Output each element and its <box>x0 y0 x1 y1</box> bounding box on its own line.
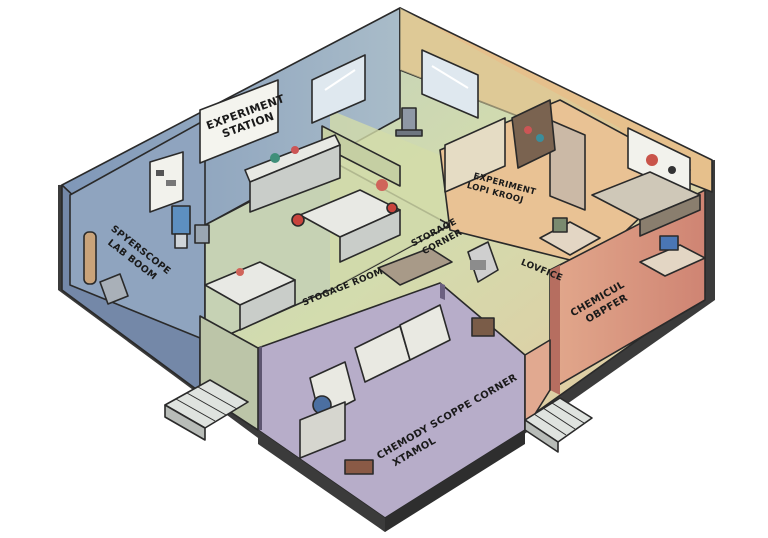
chair-red <box>291 202 398 227</box>
poster-left <box>149 151 184 213</box>
bottom-room-furniture <box>299 304 495 475</box>
stairs-right <box>524 397 593 453</box>
cabinet-center <box>467 241 499 283</box>
computer-desk <box>639 235 706 277</box>
left-room-props <box>83 231 129 305</box>
lab-bench-back <box>244 134 341 213</box>
microscope-left <box>194 224 210 244</box>
water-cooler <box>171 205 191 249</box>
interior-walls <box>321 117 586 211</box>
lab-bench-center <box>299 179 401 263</box>
window-back-left <box>311 54 366 124</box>
storage-shelf <box>511 99 556 169</box>
stairs-left <box>164 379 249 441</box>
office-desk-right <box>591 171 701 237</box>
window-back-right <box>421 49 479 119</box>
stool-center <box>377 247 453 286</box>
lab-bench-left <box>204 261 296 331</box>
office-table <box>539 217 601 256</box>
microscope-back <box>395 107 423 137</box>
experiment-station-board <box>199 79 279 164</box>
